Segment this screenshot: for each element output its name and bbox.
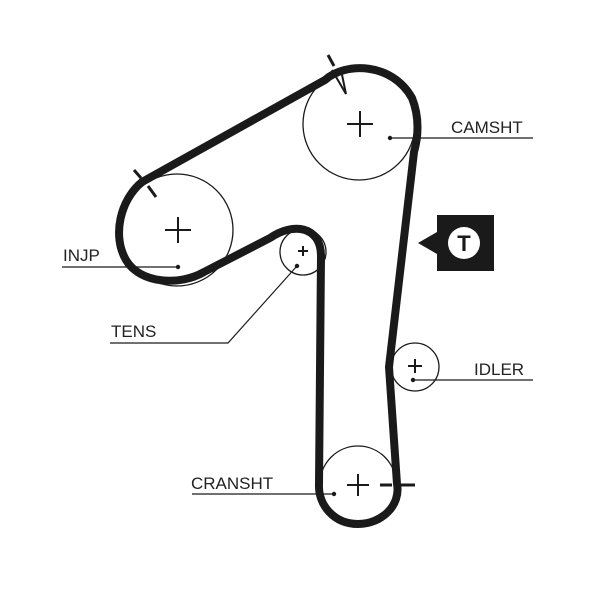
crankshaft-label: CRANSHT	[191, 474, 273, 493]
crankshaft-leader	[192, 491, 337, 497]
tensioner-center-cross	[298, 246, 308, 256]
injection-pump-timing-mark	[132, 169, 158, 198]
camshaft-center-cross	[347, 111, 373, 137]
camshaft-leader	[387, 135, 533, 141]
idler-label: IDLER	[474, 360, 524, 379]
timing-belt	[115, 64, 422, 528]
idler-center-cross	[408, 359, 422, 373]
tensioner-badge: T	[418, 215, 494, 271]
idler-leader	[410, 377, 533, 383]
camshaft-timing-mark	[326, 54, 347, 95]
tensioner-label: TENS	[111, 322, 156, 341]
injection-pump-label: INJP	[63, 246, 100, 265]
camshaft-label: CAMSHT	[451, 118, 523, 137]
crankshaft-center-cross	[347, 474, 369, 496]
injection-pump-leader	[62, 264, 181, 270]
tensioner-badge-letter: T	[457, 231, 471, 256]
tensioner-leader	[110, 263, 300, 344]
injection-pump-center-cross	[165, 217, 191, 243]
